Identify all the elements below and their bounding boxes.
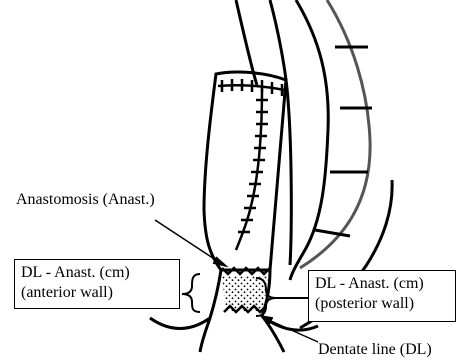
- posterior-box-line-2: (posterior wall): [315, 294, 449, 314]
- colon-fold-4: [315, 230, 350, 236]
- neorectum-pouch: [204, 72, 286, 270]
- vertical-staple-line: [236, 88, 268, 250]
- anterior-box-line-1: DL - Anast. (cm): [21, 263, 173, 283]
- segmented-colon-left-wall: [290, 0, 328, 280]
- anterior-box-line-2: (anterior wall): [21, 283, 173, 303]
- segmented-colon-right-wall: [300, 0, 370, 268]
- top-staple-line: [218, 79, 284, 96]
- anastomosis-label: Anastomosis (Anast.): [16, 190, 155, 209]
- left-sphincter-curve: [150, 318, 210, 329]
- posterior-box-line-1: DL - Anast. (cm): [315, 274, 449, 294]
- dentate-line-label: Dentate line (DL): [318, 340, 432, 359]
- anterior-wall-box: DL - Anast. (cm) (anterior wall): [14, 259, 180, 309]
- anal-canal-left-wall: [200, 270, 221, 352]
- posterior-wall-box: DL - Anast. (cm) (posterior wall): [308, 270, 456, 322]
- anterior-wall-bracket: [182, 274, 200, 312]
